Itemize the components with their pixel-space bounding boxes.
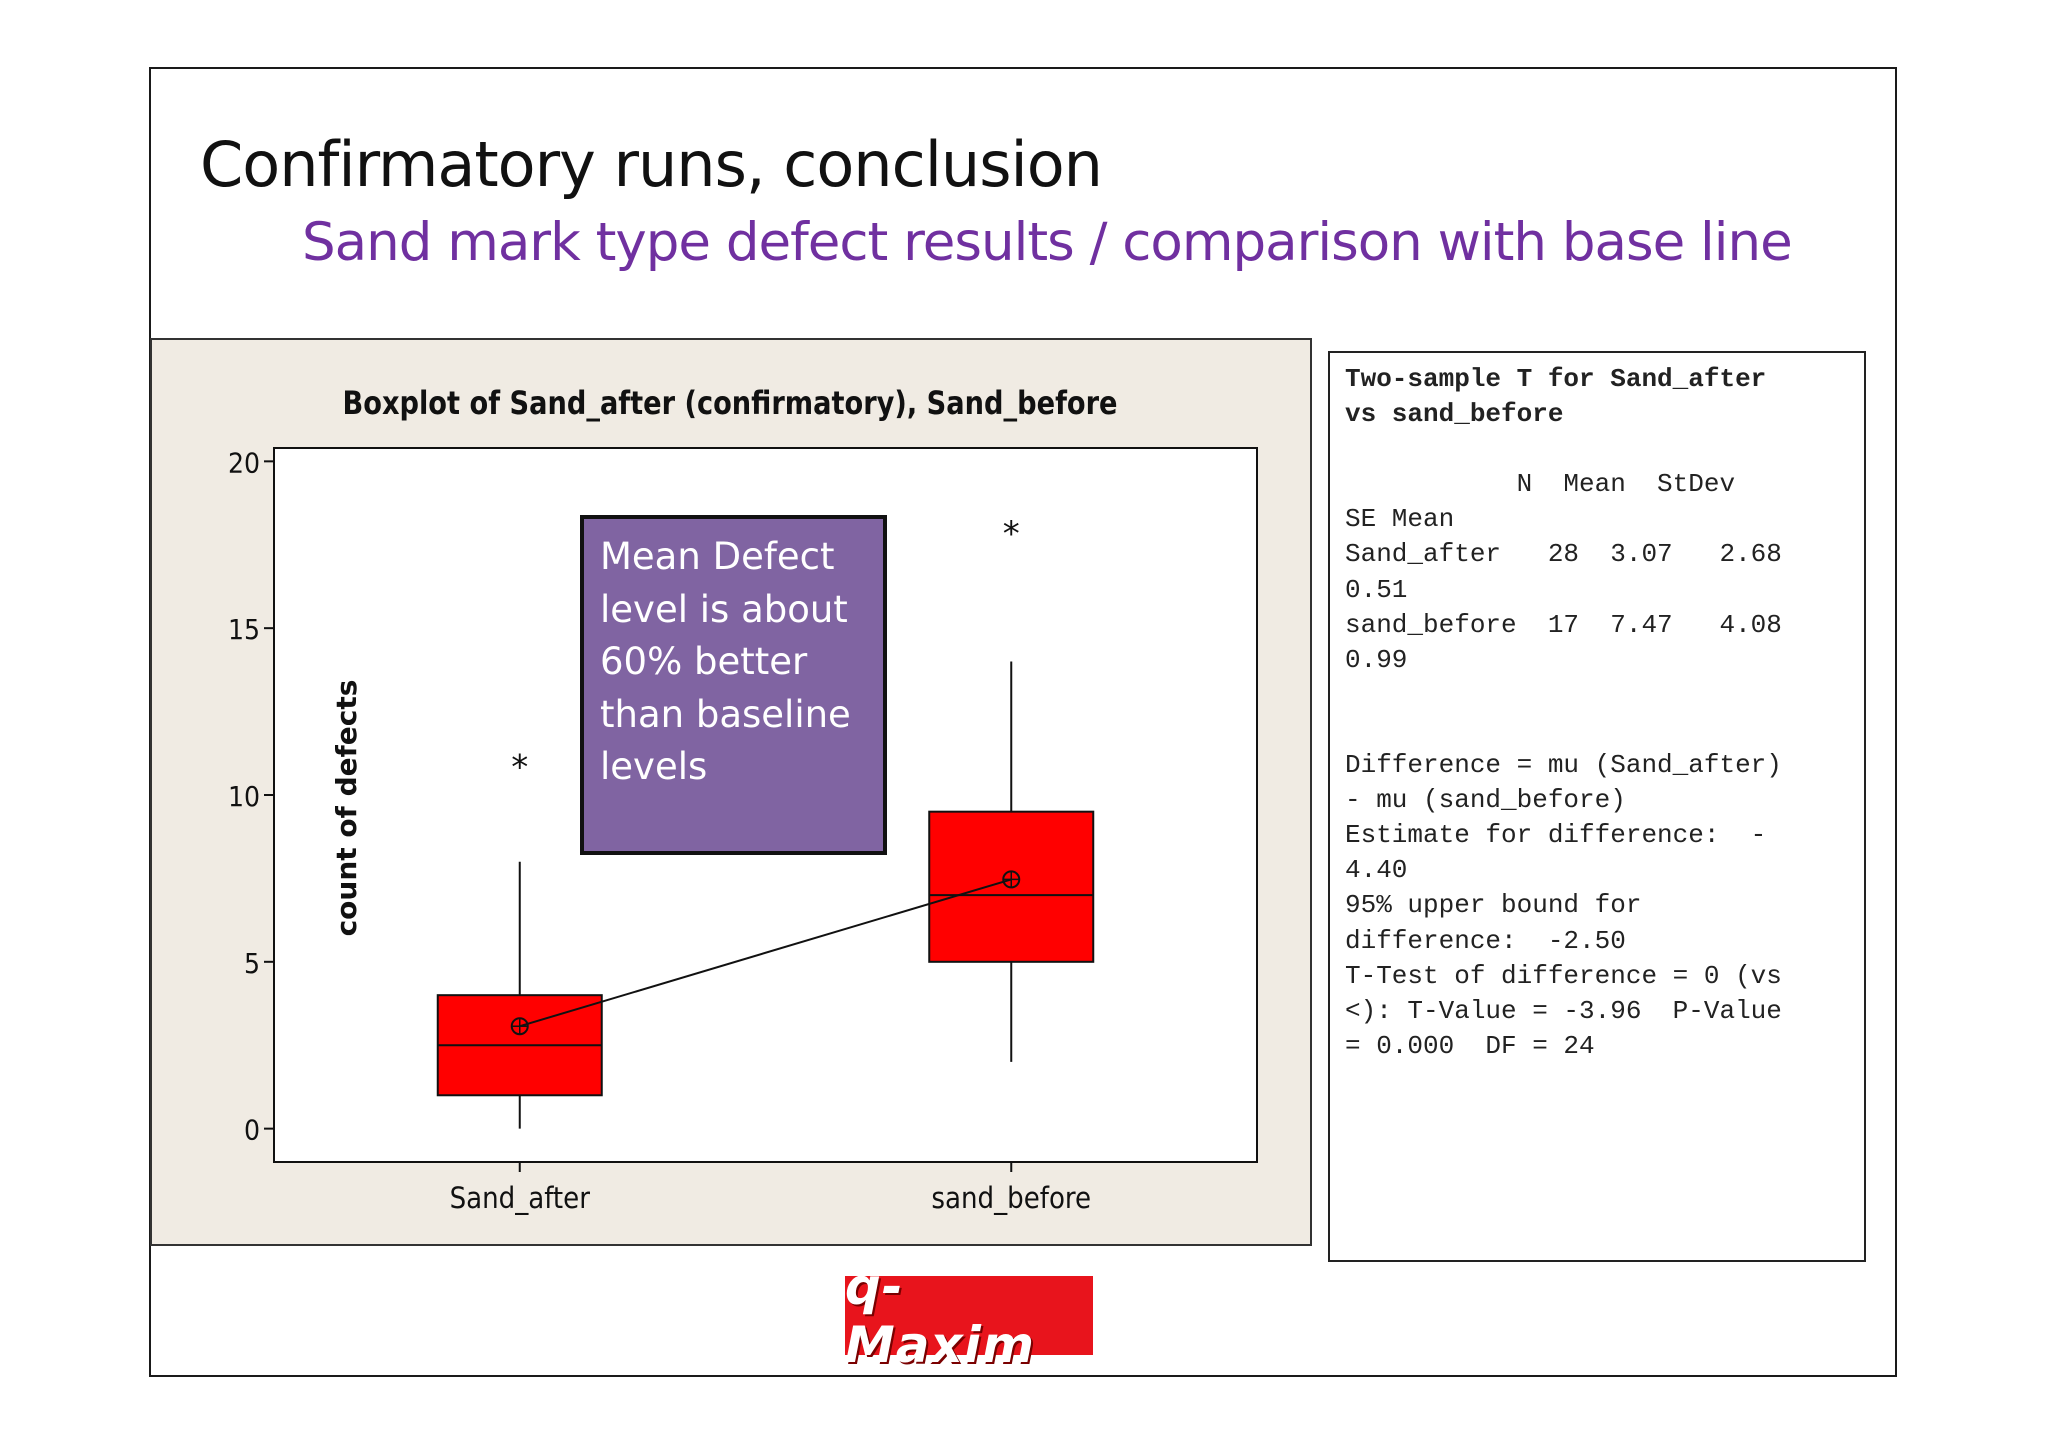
callout-box: Mean Defect level is about 60% better th… [580,515,887,855]
y-tick-label: 15 [228,613,260,646]
x-axis: Sand_after sand_before [450,1162,1091,1215]
y-axis-label: count of defects [330,680,363,937]
y-tick-label: 10 [228,780,260,813]
q-maxim-logo: q-Maxim [845,1258,1093,1374]
stats-body: N Mean StDev SE Mean Sand_after 28 3.07 … [1345,469,1782,1061]
boxes-group: ** [436,514,1095,1129]
slide-title: Confirmatory runs, conclusion [200,128,1103,201]
outlier-marker: * [1003,514,1020,554]
stats-title-line2: vs sand_before [1345,399,1564,430]
x-tick-label: Sand_after [450,1181,591,1215]
stats-panel [1328,351,1866,1262]
logo-text: q-Maxim [845,1257,1035,1374]
x-tick-label: sand_before [931,1181,1091,1215]
mean-connect-line [519,878,1012,1028]
chart-title: Boxplot of Sand_after (confirmatory), Sa… [343,384,1118,422]
outlier-marker: * [511,748,528,788]
y-axis: 0 5 10 15 20 [228,446,274,1147]
y-tick-label: 5 [244,947,260,980]
y-tick-label: 20 [228,446,260,479]
y-tick-label: 0 [244,1114,260,1147]
stats-title-line1: Two-sample T for Sand_after [1345,364,1767,394]
slide-subtitle: Sand mark type defect results / comparis… [302,212,1793,273]
